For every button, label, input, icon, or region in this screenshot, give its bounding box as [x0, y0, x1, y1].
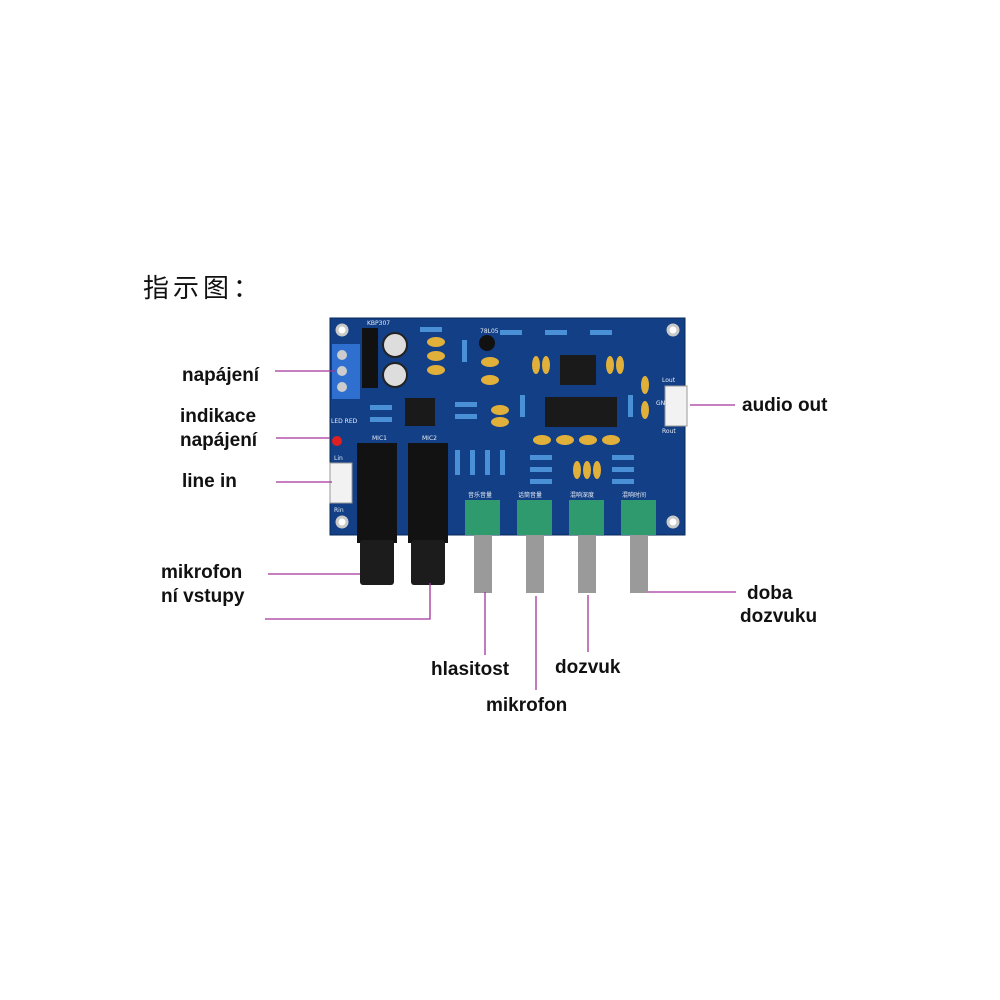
silk-lout: Lout: [662, 377, 676, 384]
resistors: [370, 327, 634, 484]
silk-pot1: 音乐音量: [468, 491, 492, 499]
regulator: [479, 335, 495, 351]
ic-chip: [405, 398, 435, 426]
label-reverb-time-1: doba: [747, 583, 793, 604]
mic-jack-1: [357, 443, 397, 543]
audio-out-connector: [664, 385, 688, 427]
label-power-indicator-1: indikace: [180, 406, 257, 427]
mounting-holes: [335, 323, 680, 529]
line-in-connector: [329, 462, 353, 504]
label-reverb-time-2: dozvuku: [740, 606, 818, 627]
power-led: [332, 436, 342, 446]
ic-chip: [560, 355, 596, 385]
potentiometer-volume: [465, 500, 500, 593]
ic-chip: [545, 397, 617, 427]
silk-gnd: GND: [656, 400, 670, 407]
silk-pot2: 话筒音量: [518, 491, 542, 499]
label-line-in: line in: [182, 471, 237, 492]
silk-led: LED RED: [331, 418, 358, 425]
silk-rin: Rin: [334, 507, 344, 514]
potentiometer-reverb-time: [621, 500, 656, 593]
mic-jack-2: [408, 443, 448, 543]
silk-rout: Rout: [662, 428, 676, 435]
potentiometer-mic: [517, 500, 552, 593]
rectifier: [362, 328, 378, 388]
silk-lin: Lin: [334, 455, 343, 462]
silk-regulator: 78L05: [480, 328, 499, 335]
silk-pot4: 混响时间: [622, 491, 646, 499]
silk-mic2: MIC2: [422, 435, 437, 442]
ceramic-capacitors: [427, 337, 649, 479]
label-power-indicator-2: napájení: [180, 430, 258, 451]
silk-mic1: MIC1: [372, 435, 387, 442]
leader-lines: [265, 370, 736, 690]
label-mic-inputs-2: ní vstupy: [161, 586, 245, 607]
label-microphone: mikrofon: [486, 695, 568, 716]
diagram-title: 指示图：: [143, 273, 264, 303]
label-audio-out: audio out: [742, 395, 828, 416]
silk-rectifier: KBP307: [367, 320, 390, 327]
label-mic-inputs-1: mikrofon: [161, 562, 243, 583]
silk-pot3: 混响深度: [570, 491, 594, 499]
label-power: napájení: [182, 365, 260, 386]
capacitor: [382, 362, 408, 388]
potentiometer-reverb: [569, 500, 604, 593]
label-volume: hlasitost: [431, 659, 510, 680]
label-reverb: dozvuk: [555, 657, 621, 678]
capacitor: [382, 332, 408, 358]
